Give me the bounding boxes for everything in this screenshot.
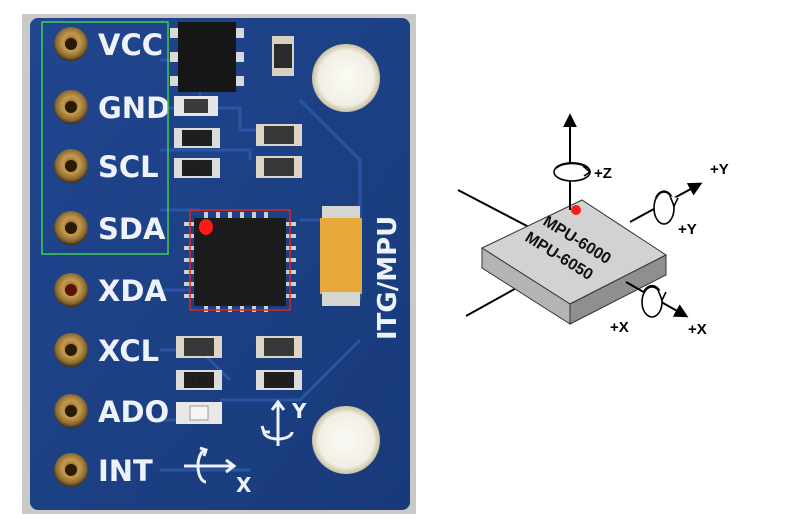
- resistor-102: 102: [256, 370, 302, 390]
- svg-text:222: 222: [184, 163, 204, 176]
- chip-pin1-dot: [571, 205, 581, 215]
- pin-pads: [54, 27, 88, 487]
- svg-text:EI 1221 D: EI 1221 D: [202, 284, 256, 295]
- pin-pad: [54, 149, 88, 183]
- power-led: [176, 402, 222, 424]
- pin-pad: [54, 90, 88, 124]
- y-rotation-icon: [653, 190, 679, 225]
- y-axis-label: +Y: [710, 161, 729, 178]
- silk-y-label: Y: [291, 399, 307, 423]
- z-axis-label: +Z: [594, 165, 612, 182]
- svg-text:102: 102: [268, 375, 288, 388]
- y-rotation-label: +Y: [678, 221, 697, 238]
- capacitor-mid-b: [256, 156, 302, 178]
- pin-label-sda: SDA: [98, 212, 166, 246]
- capacitor-mid-a: [256, 124, 302, 146]
- capacitor-top-right: [272, 36, 294, 76]
- pin-pad: [54, 453, 88, 487]
- resistor-222-b: 222: [174, 158, 220, 178]
- silk-x-axis-icon: [184, 446, 237, 484]
- svg-text:222: 222: [184, 133, 204, 146]
- svg-text:472: 472: [188, 375, 208, 388]
- pin-pad: [54, 27, 88, 61]
- capacitor-low-a: [176, 336, 222, 358]
- mounting-hole-bottom: [312, 406, 380, 474]
- mpu-chip-3d: [480, 199, 667, 325]
- voltage-regulator: [170, 22, 244, 92]
- resistor-472: 472: [176, 370, 222, 390]
- x-axis-label: +X: [688, 321, 707, 338]
- mounting-hole-top: [312, 44, 380, 112]
- pin-pad: [54, 211, 88, 245]
- silk-y-axis-icon: [260, 399, 294, 446]
- pin-pad: [54, 394, 88, 428]
- x-rotation-icon: [641, 284, 667, 318]
- z-rotation-icon: [553, 162, 592, 182]
- chip-highlight: [189, 209, 291, 311]
- pin-label-xcl: XCL: [98, 334, 159, 368]
- tantalum-capacitor: [320, 206, 362, 306]
- pin1-marker-dot: [199, 219, 213, 235]
- pin-label-scl: SCL: [98, 150, 159, 184]
- board-vertical-label: ITG/MPU: [373, 216, 403, 340]
- smd-parts-top: [174, 96, 218, 116]
- i2c-pins-highlight: [41, 21, 169, 255]
- x-rotation-label: +X: [610, 319, 629, 336]
- pin-pad: [54, 333, 88, 367]
- pin-label-gnd: GND: [98, 91, 170, 125]
- pin-label-ado: ADO: [98, 395, 169, 429]
- mpu-chip: 020193-M1 EI 1221 D: [184, 212, 296, 312]
- pin-pad: [54, 273, 88, 307]
- resistor-222-a: 222: [174, 128, 220, 148]
- axis-line-front: [465, 285, 521, 317]
- pin-label-vcc: VCC: [98, 28, 163, 62]
- silk-x-label: X: [236, 473, 252, 497]
- capacitor-low-b: [256, 336, 302, 358]
- gy521-board-photo: VCC GND SCL SDA XDA XCL ADO INT 222 222: [22, 14, 416, 514]
- pin-label-int: INT: [98, 454, 153, 488]
- mpu-axis-diagram: MPU-6000 MPU-6050 +Z +Y +Y +X +X: [457, 113, 729, 338]
- pin-label-xda: XDA: [98, 274, 167, 308]
- svg-text:020193-M1: 020193-M1: [202, 268, 256, 279]
